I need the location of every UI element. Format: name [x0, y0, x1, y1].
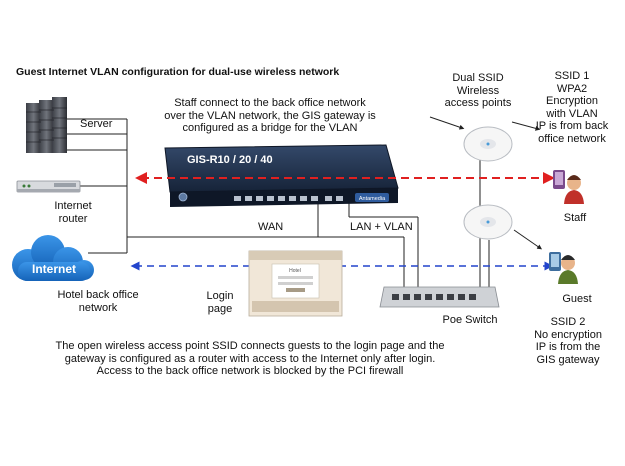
cloud-icon [12, 235, 94, 281]
ssid1-label: SSID 1 WPA2 Encryption with VLAN IP is f… [524, 70, 620, 145]
cloud-label: Internet [32, 262, 76, 276]
top-caption-line: Staff connect to the back office network [174, 97, 366, 109]
ssid1-label-line: with VLAN [546, 107, 598, 120]
ssid1-label-line: WPA2 [556, 82, 588, 95]
poe-switch-label: Poe Switch [442, 314, 498, 326]
back-office-label-line: network [78, 301, 118, 314]
router-label-line: Internet [54, 200, 92, 212]
login-page-label-line: page [207, 302, 233, 315]
staff-label: Staff [563, 212, 587, 224]
diagram-title: Guest Internet VLAN configuration for du… [16, 66, 340, 78]
wan-label: WAN [258, 221, 284, 233]
bottom-caption-line: gateway is configured as a router with a… [64, 352, 436, 365]
router-icon [16, 180, 81, 193]
ssid2-label-line: SSID 2 [550, 316, 586, 328]
back-office-label-line: Hotel back office [57, 289, 139, 301]
dual-ssid-label-line: Dual SSID [452, 72, 504, 84]
dual-ssid-label-line: Wireless [456, 84, 500, 97]
ssid1-label-line: office network [538, 132, 606, 145]
login-screen-text: Hotel [289, 268, 301, 274]
lan-vlan-label: LAN + VLAN [350, 221, 413, 233]
top-caption: Staff connect to the back office network… [160, 97, 380, 135]
top-caption-line: over the VLAN network, the GIS gateway i… [164, 109, 376, 122]
server-label: Server [80, 118, 113, 130]
guest-user-icon [549, 252, 578, 284]
top-caption-line: configured as a bridge for the VLAN [182, 122, 358, 134]
ssid1-label-line: IP is from back [535, 120, 609, 132]
back-office-label: Hotel back office network [38, 289, 158, 314]
login-screen-icon [248, 250, 343, 317]
bottom-caption: The open wireless access point SSID conn… [12, 340, 488, 378]
bottom-caption-line: The open wireless access point SSID conn… [55, 340, 445, 352]
router-label-line: router [58, 212, 88, 225]
bottom-caption-line: Access to the back office network is blo… [96, 365, 404, 377]
login-page-label: Login page [200, 290, 240, 315]
gateway-label: GIS-R10 / 20 / 40 [187, 154, 273, 166]
ssid1-label-line: SSID 1 [554, 70, 590, 82]
switch-icon [379, 286, 500, 308]
router-label: Internet router [48, 200, 98, 225]
guest-label: Guest [562, 293, 592, 305]
login-page-label-line: Login [206, 290, 234, 302]
access-point-icon [463, 126, 513, 162]
dual-ssid-label: Dual SSID Wireless access points [430, 72, 526, 110]
staff-user-icon [553, 170, 584, 204]
gateway-logo: Antamedia [359, 196, 386, 202]
server-rack-icon [26, 97, 67, 153]
ssid1-label-line: Encryption [546, 95, 598, 107]
ssid2-label-line: IP is from the [535, 341, 601, 353]
dual-ssid-label-line: access points [444, 97, 512, 109]
ssid2-label: SSID 2 No encryption IP is from the GIS … [516, 316, 620, 366]
ssid2-label-line: No encryption [534, 328, 602, 341]
access-point-icon [463, 204, 513, 240]
ssid2-label-line: GIS gateway [536, 353, 600, 366]
